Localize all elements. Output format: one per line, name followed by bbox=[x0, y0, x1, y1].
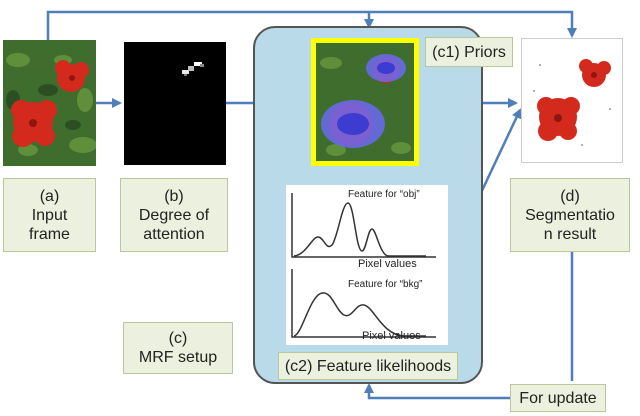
arrow-update-to-panel bbox=[364, 383, 510, 400]
feature-likelihoods-label: (c2) Feature likelihoods bbox=[278, 352, 458, 380]
priors-label: (c1) Priors bbox=[425, 37, 513, 67]
obj-plot-title: Feature for “obj” bbox=[348, 189, 420, 200]
attention-map-image bbox=[124, 42, 226, 165]
for-update-label: For update bbox=[510, 384, 606, 412]
input-frame-image bbox=[3, 40, 96, 166]
attention-label: (b) Degree of attention bbox=[120, 178, 228, 252]
obj-likelihood-curve bbox=[293, 202, 426, 257]
obj-plot-xlabel: Pixel values bbox=[358, 258, 417, 270]
bkg-likelihood-curve bbox=[293, 292, 426, 337]
obj-plot-axes bbox=[291, 193, 436, 258]
arrow-input-top bbox=[46, 10, 577, 40]
segmentation-result-image bbox=[521, 38, 623, 163]
priors-image bbox=[311, 38, 419, 166]
segmentation-label: (d) Segmentatio n result bbox=[510, 178, 630, 252]
mrf-setup-label: (c) MRF setup bbox=[123, 322, 233, 374]
bkg-plot-axes bbox=[291, 269, 436, 338]
bkg-plot-title: Feature for “bkg” bbox=[348, 279, 423, 290]
feature-plots: Feature for “obj” Pixel values Feature f… bbox=[286, 185, 448, 345]
input-frame-label: (a) Input frame bbox=[3, 178, 96, 252]
bkg-plot-xlabel: Pixel values bbox=[362, 330, 421, 342]
